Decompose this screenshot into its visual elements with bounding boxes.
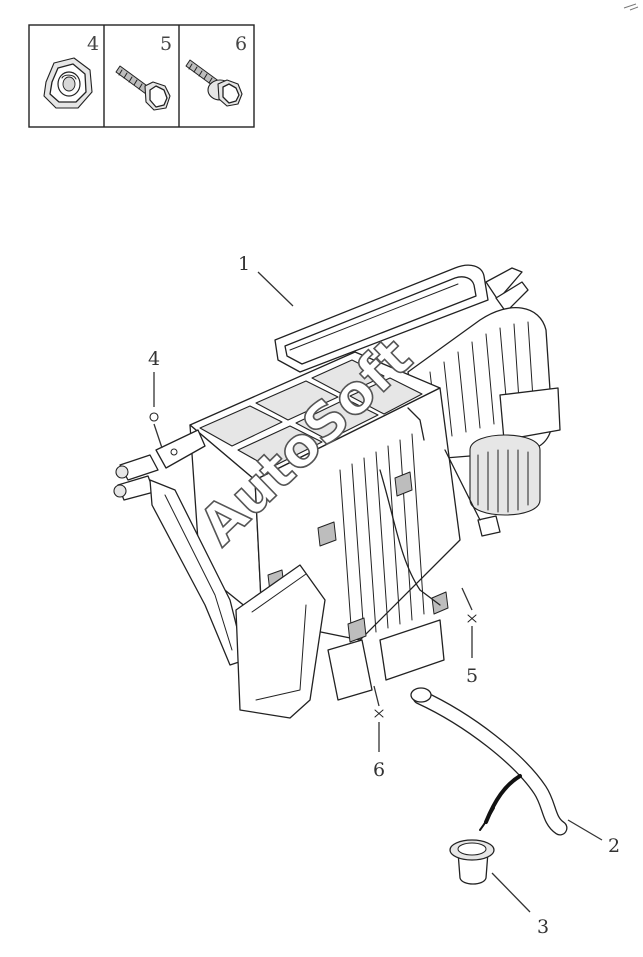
fastener-number-4: 4 xyxy=(87,33,99,55)
fastener-number-6: 6 xyxy=(235,33,247,55)
front-lower-duct xyxy=(235,564,326,719)
hvac-heater-assembly xyxy=(113,264,561,719)
callout-label-4: 4 xyxy=(148,348,160,370)
callout-2: 2 xyxy=(567,819,620,857)
fastener-table: 4 5 6 xyxy=(28,24,255,128)
callout-4: 4 xyxy=(148,348,163,449)
fastener-cell-5: 5 xyxy=(115,33,172,111)
callout-5: 5 xyxy=(461,587,478,687)
callout-label-3: 3 xyxy=(537,916,549,938)
callout-label-1: 1 xyxy=(238,253,250,275)
corner-mark xyxy=(623,3,639,11)
fastener-cell-6: 6 xyxy=(185,33,247,107)
fastener-cell-4: 4 xyxy=(43,33,99,109)
drain-grommet xyxy=(449,839,495,885)
callout-6: 6 xyxy=(373,685,385,781)
drain-hose xyxy=(410,687,568,836)
flange-bolt-icon xyxy=(185,59,243,107)
callout-label-5: 5 xyxy=(466,665,478,687)
callout-1: 1 xyxy=(238,253,294,307)
callout-label-2: 2 xyxy=(608,835,620,857)
callout-label-6: 6 xyxy=(373,759,385,781)
fastener-number-5: 5 xyxy=(160,33,172,55)
hex-nut-icon xyxy=(43,57,93,109)
callout-3: 3 xyxy=(491,872,549,938)
top-duct-gasket xyxy=(274,264,529,373)
bolt-icon xyxy=(115,65,171,111)
